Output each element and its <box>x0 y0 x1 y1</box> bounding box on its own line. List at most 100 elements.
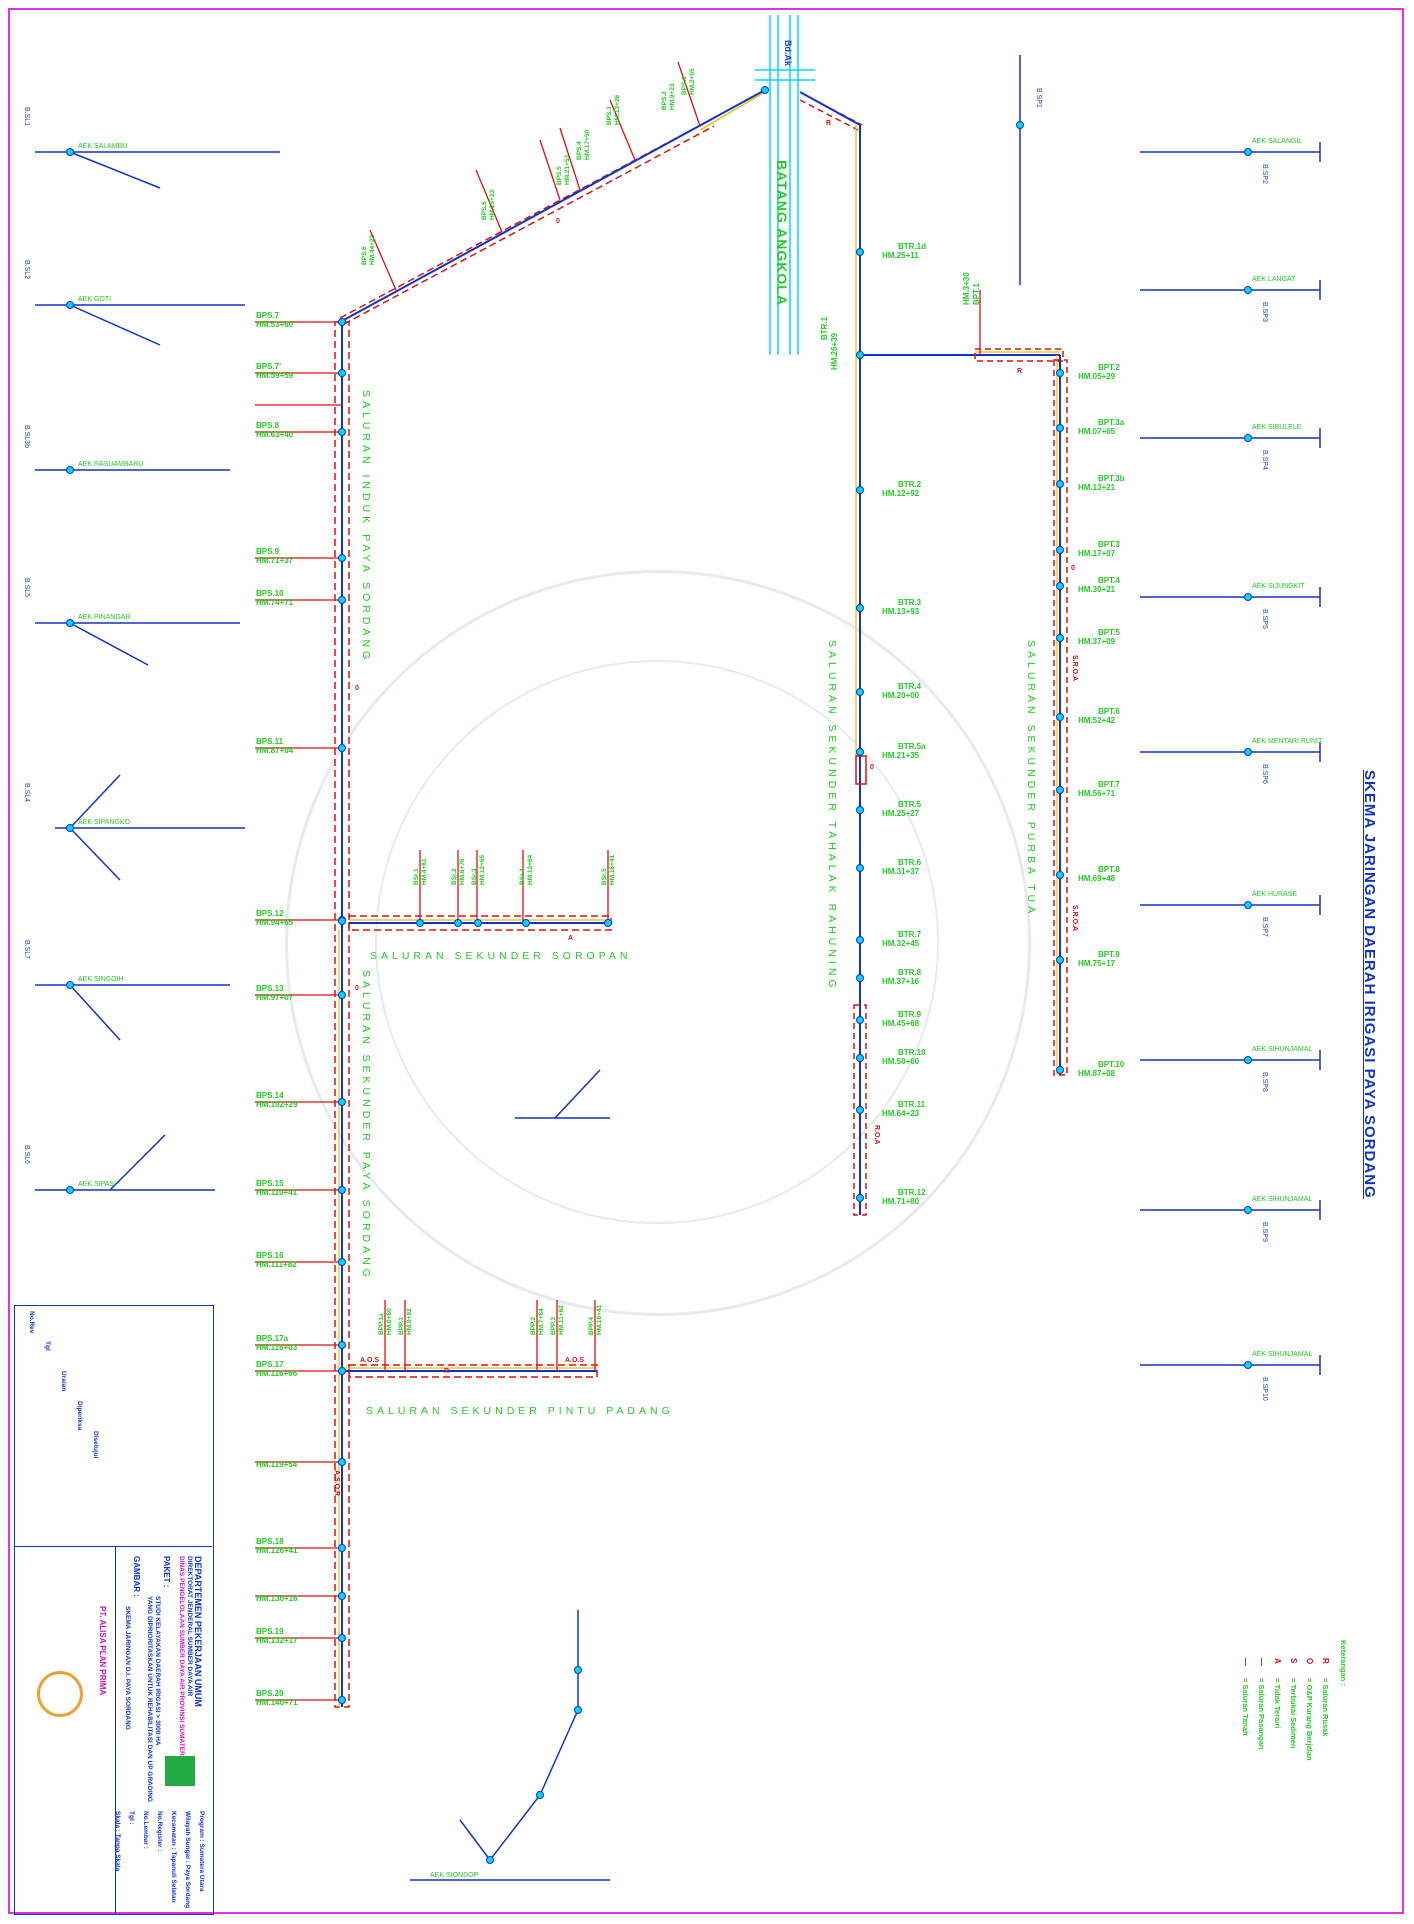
btr-node-7 <box>856 936 864 944</box>
tb-paket-text: STUDI KELAYAKAN DAERAH IRIGASI > 3000 HA <box>154 1596 161 1746</box>
mark-r-2: R <box>1017 368 1023 375</box>
bps-name-7: BPS.13 <box>256 984 284 993</box>
bpt-name-3: BPT.3 <box>1098 540 1120 549</box>
bpt-name-1: BPT.3a <box>1098 418 1125 427</box>
tb-side-2: Kecamatan : Tapanuli Selatan <box>170 1811 177 1903</box>
legend-text-2: = Terbukai Sedimen <box>1289 1678 1298 1749</box>
aek-left-3: AEK PINANGAR <box>78 614 131 621</box>
induk-upper-channel <box>339 89 766 325</box>
sek-paya-channel-label: SALURAN SEKUNDER PAYA SORDANG <box>360 970 372 1281</box>
soropan-hm-2: HM.12+65 <box>479 854 486 885</box>
bsp1-node <box>1016 121 1024 129</box>
nodes <box>66 86 1252 1864</box>
bpt-name-0: BPT.2 <box>1098 363 1120 372</box>
bpt-name-2: BPT.3b <box>1098 474 1125 483</box>
pintu-padang-label: SALURAN SEKUNDER PINTU PADANG <box>366 1405 674 1417</box>
bps-name-16: BPS.19 <box>256 1627 284 1636</box>
soropan-hm-3: HM.13+64 <box>527 854 534 885</box>
bpt-node-5 <box>1056 634 1064 642</box>
btr-hm-5: HM.25+27 <box>882 809 920 818</box>
bpt-hm-0: HM.05+29 <box>1078 372 1116 381</box>
btr-hm-12: HM.71+80 <box>882 1197 920 1206</box>
btr-hm-11: HM.64+23 <box>882 1109 920 1118</box>
legend-text-5: = Saluran Tanah <box>1241 1678 1250 1736</box>
aek-right-7: AEK SIHUNJAMAL <box>1252 1196 1313 1203</box>
bpt-node-4 <box>1056 582 1064 590</box>
padang-hm-0: HM.0+60 <box>386 1308 393 1335</box>
mark-asor-1: A.S.O.R <box>333 1470 340 1497</box>
induk-up-hm-4: HM.21+53 <box>564 154 571 185</box>
tb-col-1: Tgl <box>44 1341 51 1351</box>
bsl-left-4: B.SL4 <box>23 783 30 803</box>
mark-o-3: 0 <box>556 218 560 225</box>
legend-title: Keterangan : <box>1339 1640 1348 1686</box>
tb-consultant: PT. ALISA PLAN PRIMA <box>98 1606 107 1696</box>
right-node-2 <box>1244 434 1252 442</box>
bps-name-14: BPS.18 <box>256 1537 284 1546</box>
bottom-node-2 <box>536 1791 544 1799</box>
bps-name-8: BPS.14 <box>256 1091 284 1100</box>
btr-name-3: BTR.4 <box>898 682 922 691</box>
river-label: BATANG ANGKOLA <box>774 160 790 306</box>
bsp-right-6: B.SP8 <box>1261 1072 1268 1092</box>
bpt-name-5: BPT.5 <box>1098 628 1120 637</box>
aek-left-0: AEK SALAMBU <box>78 143 128 150</box>
btr-node-1 <box>856 486 864 494</box>
bsl-left-6: B.SL6 <box>23 1145 30 1165</box>
legend-sym-2: S <box>1289 1658 1298 1664</box>
bps-hm-3: HM.71+37 <box>256 556 294 565</box>
bpt-name-8: BPT.8 <box>1098 865 1120 874</box>
bps-node-13 <box>338 1458 346 1466</box>
bps-node-10 <box>338 1258 346 1266</box>
tahalak-channel <box>799 91 867 1216</box>
bpt-name-7: BPT.7 <box>1098 780 1120 789</box>
bps-node-11 <box>338 1341 346 1349</box>
bps-hm-8: HM.102+29 <box>256 1100 298 1109</box>
tb-dirjen: DIREKTORAT JENDERAL SUMBER DAYA AIR <box>186 1556 193 1697</box>
drawing-frame <box>8 8 1404 1914</box>
bsl-left-0: B.SL1 <box>23 107 30 127</box>
aek-left-5: AEK SINGOIH <box>78 976 124 983</box>
legend-sym-4: — <box>1257 1658 1266 1666</box>
right-node-8 <box>1244 1361 1252 1369</box>
bps-hm-0: HM.53+60 <box>256 320 294 329</box>
tb-col-2: Uraian <box>60 1371 67 1392</box>
bps-name-9: BPS.15 <box>256 1179 284 1188</box>
bottom-node-3 <box>574 1706 582 1714</box>
tb-gambar-text: SKEMA JARINGAN D.I. PAYA SORDANG <box>124 1606 131 1730</box>
legend-sym-0: R <box>1321 1658 1330 1664</box>
bps-name-11: BPS.17a <box>256 1334 289 1343</box>
soropan-node-1 <box>454 919 462 927</box>
btr-name-11: BTR.11 <box>898 1100 926 1109</box>
bps-hm-5: HM.87+04 <box>256 746 294 755</box>
bpt-name-6: BPT.6 <box>1098 707 1120 716</box>
btr-hm-10: HM.50+60 <box>882 1057 920 1066</box>
tb-gambar: GAMBAR : <box>132 1556 141 1597</box>
bpt-hm-10: HM.87+08 <box>1078 1069 1116 1078</box>
bps-hm-17: HM.140+71 <box>256 1698 298 1707</box>
bpt-hm-7: HM.56+71 <box>1078 789 1116 798</box>
bpt-hm-8: HM.69+48 <box>1078 874 1116 883</box>
bps-node-17 <box>338 1696 346 1704</box>
bendung-label: Bd.Ak <box>783 40 793 67</box>
btr1-node <box>856 351 864 359</box>
bsp-right-8: B.SP10 <box>1261 1377 1268 1401</box>
tb-col-4: Disetujui <box>92 1431 99 1459</box>
tb-side-4: No.Lembar : <box>142 1811 149 1849</box>
aek-right-0: AEK SALANGIL <box>1252 138 1303 145</box>
induk-up-hm-1: HM.9+23 <box>669 83 676 110</box>
btr-node-8 <box>856 974 864 982</box>
bps-node-0 <box>338 318 346 326</box>
mark-r-3: R <box>444 1368 450 1375</box>
bpt-node-2 <box>1056 480 1064 488</box>
tb-paket: PAKET : <box>162 1556 171 1588</box>
mark-o-5: 0 <box>870 764 874 771</box>
btr-hm-8: HM.37+16 <box>882 977 920 986</box>
bpt-hm-6: HM.52+42 <box>1078 716 1116 725</box>
btr-node-6 <box>856 864 864 872</box>
bpt1-name: BPT.1 <box>972 283 981 305</box>
title-block: DEPARTEMEN PEKERJAAN UMUM DIREKTORAT JEN… <box>14 1305 214 1915</box>
mark-o-1: 0 <box>355 685 359 692</box>
btr-node-12 <box>856 1194 864 1202</box>
bpt-node-6 <box>1056 713 1064 721</box>
